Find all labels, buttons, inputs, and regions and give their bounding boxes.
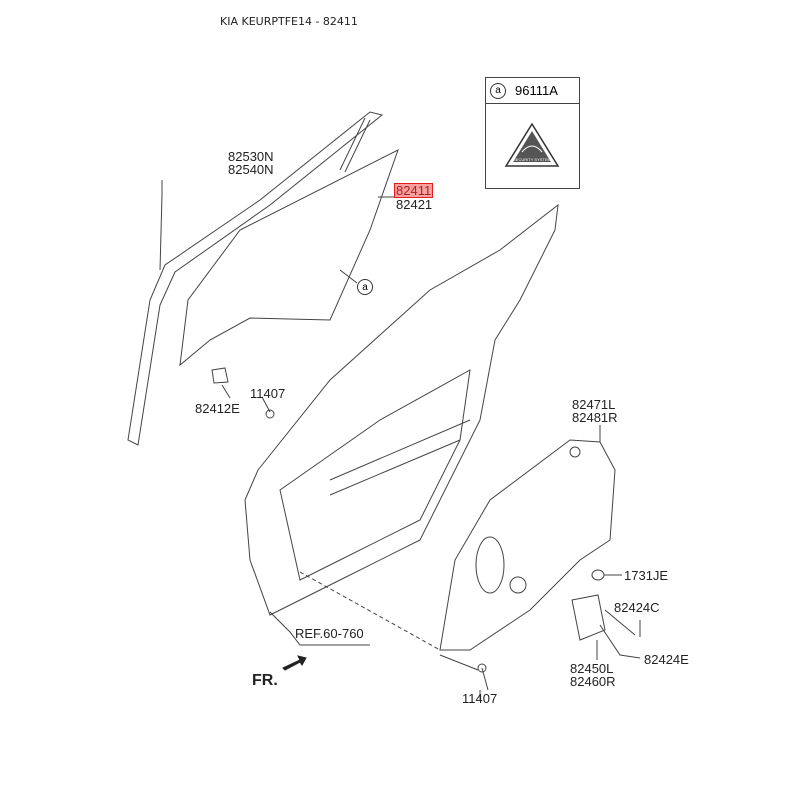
label-screw-e[interactable]: 82424E (644, 652, 689, 667)
page-title: KIA KEURPTFE14 - 82411 (220, 15, 358, 28)
label-grommet[interactable]: 1731JE (624, 568, 669, 583)
label-bolt-bottom[interactable]: 11407 (462, 691, 498, 706)
legend-box: a 96111A SECURITY SYSTEM (485, 77, 580, 189)
front-arrow (282, 655, 307, 671)
label-glass-highlighted[interactable]: 82411 (394, 183, 434, 198)
label-screw-c[interactable]: 82424C (614, 600, 660, 615)
security-emblem-icon: SECURITY SYSTEM (504, 122, 560, 167)
door-glass (179, 148, 399, 367)
glass-clip (211, 367, 229, 384)
marker-a: a (357, 279, 373, 295)
bolt-top (261, 396, 275, 419)
label-module-panel-2[interactable]: 82481R (572, 410, 618, 425)
label-moulding-2[interactable]: 82540N (228, 162, 274, 177)
window-motor (571, 594, 606, 641)
door-frame (244, 203, 559, 616)
legend-marker: a (490, 82, 506, 99)
grommet (591, 569, 605, 581)
window-moulding (127, 111, 384, 446)
emblem-text: SECURITY SYSTEM (513, 157, 551, 162)
legend-part-number[interactable]: 96111A (515, 83, 558, 98)
label-clip[interactable]: 82412E (195, 401, 240, 416)
front-label: FR. (252, 672, 278, 689)
label-motor-2[interactable]: 82460R (570, 674, 616, 689)
label-bolt-top[interactable]: 11407 (250, 386, 286, 401)
bolt-bottom (439, 654, 489, 700)
label-ref[interactable]: REF.60-760 (295, 626, 364, 641)
label-module-panel-1[interactable]: 82471L (572, 397, 616, 412)
module-panel (439, 439, 616, 651)
label-glass-alt[interactable]: 82421 (396, 197, 433, 212)
label-motor-1[interactable]: 82450L (570, 661, 614, 676)
label-moulding-1[interactable]: 82530N (228, 149, 274, 164)
